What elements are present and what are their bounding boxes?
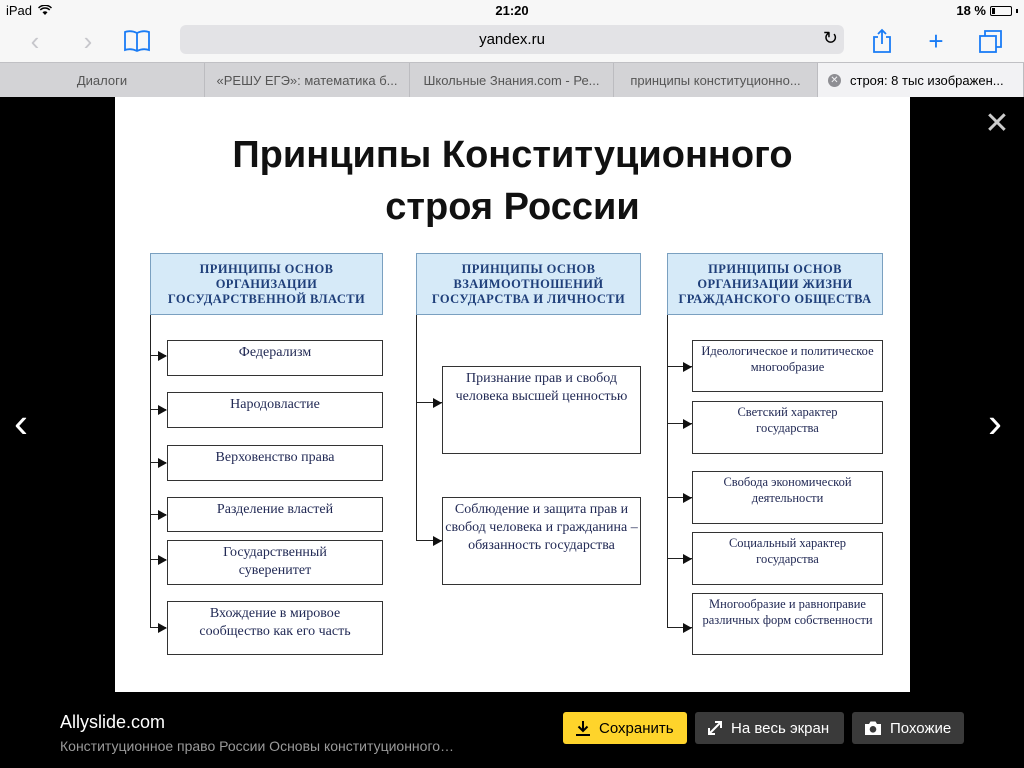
arrow-icon	[158, 351, 167, 361]
arrow-icon	[158, 405, 167, 415]
arrow-icon	[433, 398, 442, 408]
share-icon[interactable]	[867, 26, 897, 56]
camera-icon	[865, 721, 881, 735]
tab-principles[interactable]: принципы конституционно...	[614, 63, 818, 97]
principle-box: Вхождение в мировое сообщество как его ч…	[167, 601, 383, 655]
column-header-state-personality: ПРИНЦИПЫ ОСНОВ ВЗАИМООТНОШЕНИЙ ГОСУДАРСТ…	[416, 253, 641, 315]
arrow-icon	[683, 419, 692, 429]
arrow-icon	[683, 493, 692, 503]
slide-title: Принципы Конституционного строя России	[232, 134, 793, 228]
image-description[interactable]: Конституционное право России Основы конс…	[60, 738, 455, 754]
column-header-state-power: ПРИНЦИПЫ ОСНОВ ОРГАНИЗАЦИИ ГОСУДАРСТВЕНН…	[150, 253, 383, 315]
arrow-icon	[683, 623, 692, 633]
reload-icon[interactable]: ↻	[822, 28, 838, 48]
slide-image: Принципы Конституционного строя России П…	[115, 97, 910, 692]
connector-line	[416, 315, 417, 541]
connector-line	[150, 315, 151, 627]
clock: 21:20	[495, 3, 529, 18]
wifi-icon	[38, 5, 53, 15]
address-bar[interactable]: yandex.ru ↻	[180, 25, 844, 54]
arrow-icon	[158, 623, 167, 633]
similar-button[interactable]: Похожие	[852, 712, 964, 744]
tab-active-images[interactable]: ✕ строя: 8 тыс изображен...	[818, 63, 1024, 97]
source-link[interactable]: Allyslide.com	[60, 712, 166, 732]
principle-box: Государственный суверенитет	[167, 540, 383, 585]
tab-dialogs[interactable]: Диалоги	[0, 63, 205, 97]
tabs-overview-icon[interactable]	[976, 26, 1006, 56]
url-text: yandex.ru	[479, 31, 545, 48]
new-tab-icon[interactable]: +	[928, 25, 944, 56]
principle-box: Свобода экономической деятельности	[692, 471, 883, 524]
prev-image-icon[interactable]: ‹	[14, 399, 28, 446]
save-button[interactable]: Сохранить	[563, 712, 687, 744]
image-info-bar: Allyslide.com Конституционное право Росс…	[0, 692, 1024, 768]
close-tab-icon[interactable]: ✕	[828, 73, 841, 87]
browser-toolbar: ‹ › yandex.ru ↻ +	[0, 22, 1024, 62]
tab-strip: Диалоги «РЕШУ ЕГЭ»: математика б... Школ…	[0, 62, 1024, 97]
battery-percent: 18 %	[956, 3, 986, 18]
principle-box: Соблюдение и защита прав и свобод челове…	[442, 497, 641, 585]
image-viewer: ✕ ‹ › Принципы Конституционного строя Ро…	[0, 97, 1024, 768]
device-name: iPad	[6, 3, 33, 18]
close-viewer-icon[interactable]: ✕	[984, 107, 1010, 140]
tab-school-knowledge[interactable]: Школьные Знания.com - Ре...	[410, 63, 614, 97]
arrow-icon	[158, 510, 167, 520]
battery-icon	[990, 5, 1012, 16]
next-image-icon[interactable]: ›	[988, 399, 1002, 446]
principle-box: Идеологическое и политическое многообраз…	[692, 340, 883, 392]
expand-icon	[708, 721, 722, 735]
arrow-icon	[683, 554, 692, 564]
principle-box: Верховенство права	[167, 445, 383, 481]
bookmarks-icon[interactable]	[122, 26, 152, 56]
connector-line	[667, 315, 668, 628]
status-bar: iPad 21:20 18 %	[0, 0, 1024, 22]
arrow-icon	[158, 555, 167, 565]
principle-box: Признание прав и свобод человека высшей …	[442, 366, 641, 454]
back-icon[interactable]: ‹	[30, 25, 40, 56]
principle-box: Федерализм	[167, 340, 383, 376]
principle-box: Светский характер государства	[692, 401, 883, 454]
fullscreen-button[interactable]: На весь экран	[695, 712, 844, 744]
arrow-icon	[158, 458, 167, 468]
arrow-icon	[433, 536, 442, 546]
principle-box: Народовластие	[167, 392, 383, 428]
principle-box: Социальный характер государства	[692, 532, 883, 585]
tab-reshu-ege[interactable]: «РЕШУ ЕГЭ»: математика б...	[205, 63, 410, 97]
principle-box: Разделение властей	[167, 497, 383, 532]
forward-icon[interactable]: ›	[83, 25, 93, 56]
principle-box: Многообразие и равноправие различных фор…	[692, 593, 883, 655]
download-icon	[576, 721, 590, 736]
column-header-civil-society: ПРИНЦИПЫ ОСНОВ ОРГАНИЗАЦИИ ЖИЗНИ ГРАЖДАН…	[667, 253, 883, 315]
arrow-icon	[683, 362, 692, 372]
